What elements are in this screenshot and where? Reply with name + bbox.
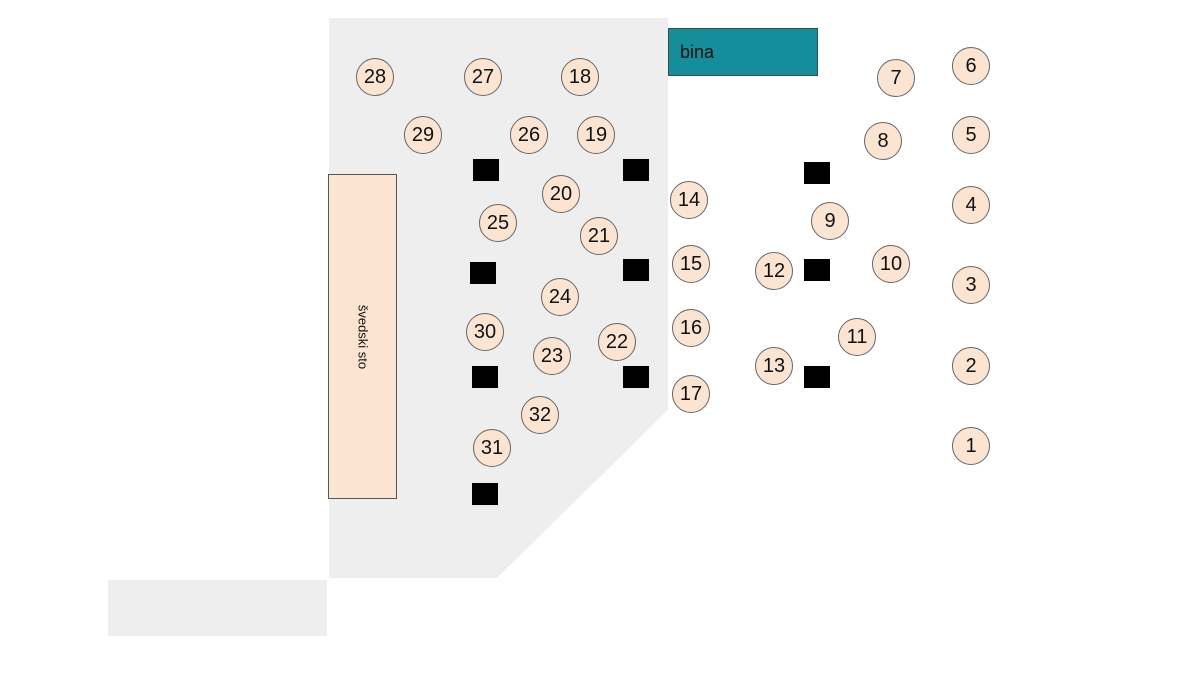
table-24[interactable]: 24 [541, 278, 579, 316]
table-2[interactable]: 2 [952, 347, 990, 385]
table-15[interactable]: 15 [672, 245, 710, 283]
stage-label: bina [680, 42, 715, 62]
table-21[interactable]: 21 [580, 217, 618, 255]
table-26[interactable]: 26 [510, 116, 548, 154]
pillar [623, 259, 649, 281]
pillar [470, 262, 496, 284]
table-20[interactable]: 20 [542, 175, 580, 213]
table-30[interactable]: 30 [466, 313, 504, 351]
pillar [623, 366, 649, 388]
table-7[interactable]: 7 [877, 59, 915, 97]
table-5[interactable]: 5 [952, 116, 990, 154]
pillar [472, 483, 498, 505]
table-18[interactable]: 18 [561, 58, 599, 96]
table-31[interactable]: 31 [473, 429, 511, 467]
main-floor-area [329, 18, 668, 578]
buffet-table: švedski sto [328, 174, 397, 499]
table-9[interactable]: 9 [811, 202, 849, 240]
table-11[interactable]: 11 [838, 318, 876, 356]
table-32[interactable]: 32 [521, 396, 559, 434]
table-4[interactable]: 4 [952, 186, 990, 224]
pillar [804, 259, 830, 281]
table-23[interactable]: 23 [533, 337, 571, 375]
entrance-area [108, 580, 327, 636]
table-16[interactable]: 16 [672, 309, 710, 347]
table-8[interactable]: 8 [864, 122, 902, 160]
pillar [472, 366, 498, 388]
table-14[interactable]: 14 [670, 181, 708, 219]
table-12[interactable]: 12 [755, 252, 793, 290]
table-13[interactable]: 13 [755, 347, 793, 385]
table-3[interactable]: 3 [952, 266, 990, 304]
table-22[interactable]: 22 [598, 323, 636, 361]
table-25[interactable]: 25 [479, 204, 517, 242]
table-17[interactable]: 17 [672, 375, 710, 413]
table-19[interactable]: 19 [577, 116, 615, 154]
pillar [804, 366, 830, 388]
table-6[interactable]: 6 [952, 47, 990, 85]
table-29[interactable]: 29 [404, 116, 442, 154]
pillar [623, 159, 649, 181]
buffet-label: švedski sto [355, 304, 370, 369]
table-10[interactable]: 10 [872, 245, 910, 283]
stage: bina [668, 28, 818, 76]
pillar [473, 159, 499, 181]
table-27[interactable]: 27 [464, 58, 502, 96]
table-1[interactable]: 1 [952, 427, 990, 465]
table-28[interactable]: 28 [356, 58, 394, 96]
pillar [804, 162, 830, 184]
